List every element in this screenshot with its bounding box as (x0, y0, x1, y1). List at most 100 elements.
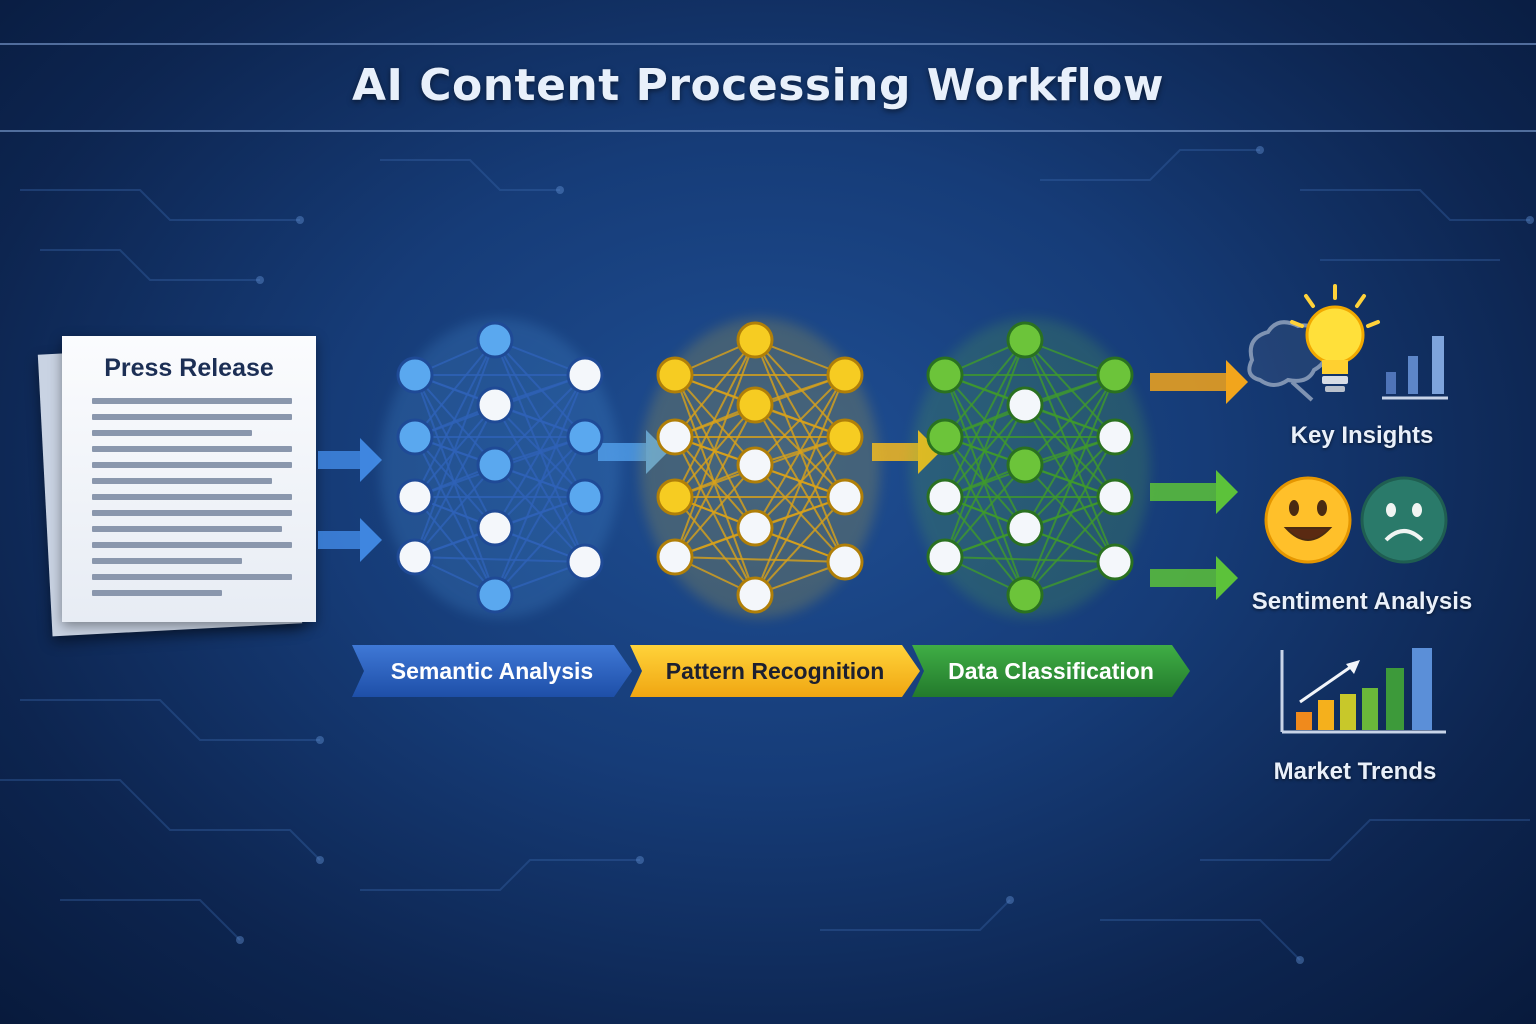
semantic-network-edge (494, 339, 586, 438)
classification-network-node (1096, 356, 1134, 394)
pattern-network-node (736, 386, 774, 424)
pattern-network-edge (674, 556, 846, 563)
semantic-network-node (396, 538, 434, 576)
page-title: AI Content Processing Workflow (351, 60, 1165, 111)
output-arrow-key-insights-head (1226, 360, 1248, 404)
classification-network-edge (1024, 496, 1116, 596)
classification-network-node (1006, 446, 1044, 484)
pattern-network-edge (674, 339, 756, 438)
classification-network-edge (944, 556, 1116, 563)
classification-network-node (926, 356, 964, 394)
semantic-network-edge (414, 339, 496, 498)
classification-network-edge (944, 436, 1026, 596)
text-line (92, 446, 292, 452)
pattern-network-node (736, 509, 774, 547)
text-line (92, 574, 292, 580)
semantic-network-edge (414, 496, 496, 596)
pattern-network-node (656, 356, 694, 394)
output-arrow-sentiment (1150, 483, 1220, 501)
press-release-document: Press Release (62, 336, 316, 622)
flow-arrow (872, 443, 922, 461)
input-arrow-head (360, 518, 382, 562)
pattern-network-edge (754, 436, 846, 596)
classification-network-edge (1024, 374, 1116, 596)
classification-network-node (1006, 509, 1044, 547)
output-label-market-trends: Market Trends (1273, 758, 1437, 785)
semantic-network-node (566, 418, 604, 456)
classification-network-edge (1024, 436, 1116, 596)
semantic-network-node (396, 418, 434, 456)
semantic-network-node (476, 321, 514, 359)
classification-network-edge (944, 404, 1026, 558)
text-line (92, 494, 292, 500)
stage-label-data-classification: Data Classification (912, 645, 1190, 697)
happy-face-icon (1264, 476, 1352, 564)
text-line (92, 558, 242, 564)
output-arrow-market-trends (1150, 569, 1220, 587)
text-line (92, 462, 292, 468)
semantic-network-node (396, 478, 434, 516)
rising-bar-chart-icon (1280, 648, 1446, 734)
classification-network-node (1006, 386, 1044, 424)
semantic-network-edge (494, 339, 586, 498)
output-arrow-sentiment-head (1216, 470, 1238, 514)
output-arrow-market-trends-head (1216, 556, 1238, 600)
text-line (92, 510, 292, 516)
pattern-network-edge (674, 339, 756, 558)
semantic-network-node (566, 478, 604, 516)
semantic-network-node (396, 356, 434, 394)
small-bar-chart-icon (1382, 336, 1448, 400)
input-arrow-head (360, 438, 382, 482)
semantic-network-node (566, 543, 604, 581)
text-line (92, 542, 292, 548)
stage-label-semantic-analysis: Semantic Analysis (352, 645, 632, 697)
pattern-network-node (826, 356, 864, 394)
classification-network-edge (944, 339, 1026, 438)
semantic-network-node (476, 576, 514, 614)
text-line (92, 590, 222, 596)
classification-network-node (926, 538, 964, 576)
lightbulb-icon (1290, 284, 1380, 392)
classification-network-edge (944, 464, 1026, 558)
input-arrow (318, 451, 364, 469)
stage-label-pattern-recognition: Pattern Recognition (630, 645, 920, 697)
semantic-network-edge (414, 464, 496, 558)
classification-network-node (1006, 576, 1044, 614)
semantic-network-edge (414, 339, 496, 558)
pattern-network-edge (674, 339, 756, 498)
pattern-network-node (826, 478, 864, 516)
classification-network-edge (1024, 339, 1116, 438)
pattern-network-node (656, 418, 694, 456)
semantic-network-node (476, 446, 514, 484)
pattern-network-edge (674, 496, 756, 596)
output-label-key-insights: Key Insights (1290, 422, 1434, 449)
pattern-network-node (736, 446, 774, 484)
pattern-network-edge (754, 374, 846, 529)
classification-network-edge (944, 496, 1026, 596)
title-bottom-rule (0, 130, 1536, 132)
pattern-network-edge (674, 464, 756, 558)
pattern-network-node (826, 543, 864, 581)
classification-network-edge (944, 339, 1026, 498)
semantic-network-edge (494, 374, 586, 596)
classification-network-edge (944, 339, 1026, 558)
classification-network-edge (1024, 339, 1116, 498)
pattern-network-edge (754, 339, 846, 498)
text-line (92, 478, 272, 484)
semantic-network-edge (414, 339, 496, 438)
classification-network-node (926, 478, 964, 516)
semantic-network-node (566, 356, 604, 394)
pattern-network-edge (754, 339, 846, 438)
semantic-network-edge (414, 436, 496, 596)
output-label-sentiment-analysis: Sentiment Analysis (1251, 588, 1473, 615)
pattern-network-node (826, 418, 864, 456)
semantic-network-edge (494, 496, 586, 596)
title-top-rule (0, 43, 1536, 45)
output-arrow-key-insights (1150, 373, 1230, 391)
text-line (92, 414, 292, 420)
classification-network-node (926, 418, 964, 456)
semantic-network-node (476, 509, 514, 547)
